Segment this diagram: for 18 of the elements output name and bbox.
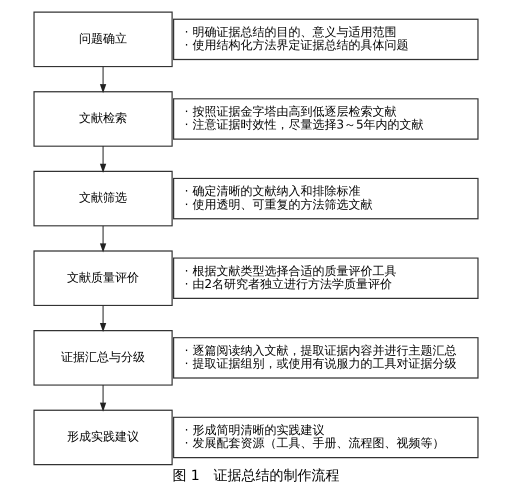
node-box: 文献筛选 xyxy=(33,170,173,226)
arrow xyxy=(100,306,106,332)
node-box: 形成实践建议 xyxy=(33,410,173,466)
node-box: · 确定清晰的文献纳入和排除标准 · 使用透明、可重复的方法筛选文献 xyxy=(173,178,479,220)
node-box: 文献检索 xyxy=(33,91,173,147)
node-box: · 根据文献类型选择合适的质量评价工具 · 由2名研究者独立进行方法学质量评价 xyxy=(173,257,479,299)
arrow xyxy=(100,226,106,252)
node-box: 问题确立 xyxy=(33,12,173,68)
node-box: 证据汇总与分级 xyxy=(33,330,173,386)
node-box: · 按照证据金字塔由高到低逐层检索文献 · 注意证据时效性，尽量选择3～5年内的文献 xyxy=(173,98,479,140)
node-box: · 逐篇阅读纳入文献，提取证据内容并进行主题汇总 · 提取证据组别，或使用有说服力的工具对证据分级 xyxy=(173,337,479,379)
node-box: 文献质量评价 xyxy=(33,250,173,306)
caption: 图 1 证据总结的制作流程 xyxy=(172,468,340,484)
arrow xyxy=(100,385,106,412)
node-box: · 明确证据总结的目的、意义与适用范围 · 使用结构化方法界定证据总结的具体问题 xyxy=(173,18,479,60)
node-box: · 形成简明清晰的实践建议 · 发展配套资源（工具、手册、流程图、视频等） xyxy=(173,416,479,458)
arrow xyxy=(100,66,106,94)
arrow xyxy=(100,146,106,173)
